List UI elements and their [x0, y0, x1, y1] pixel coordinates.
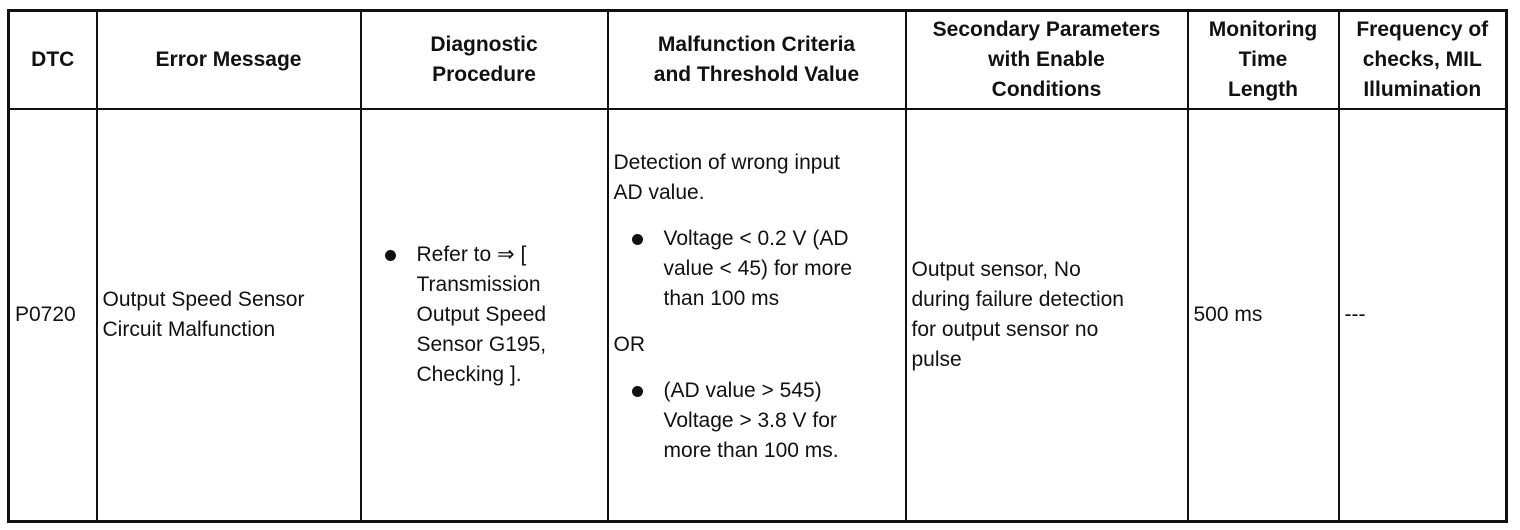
criteria-item1-line2: value < 45) for more [663, 256, 853, 280]
header-malfunction-line2: and Threshold Value [653, 62, 860, 86]
header-frequency-line3: Illumination [1363, 77, 1482, 101]
header-diagnostic-procedure: Diagnostic Procedure [359, 9, 609, 110]
header-monitoring-line1: Monitoring [1208, 17, 1318, 41]
frequency-value: --- [1344, 302, 1366, 326]
header-frequency-of-checks: Frequency of checks, MIL Illumination [1337, 9, 1508, 110]
criteria-item: Voltage < 0.2 V (AD value < 45) for more… [614, 224, 900, 314]
cell-malfunction-criteria: Detection of wrong input AD value. Volta… [606, 107, 907, 523]
criteria-intro-line2: AD value. [613, 180, 705, 204]
procedure-line5: Checking ]. [416, 362, 522, 386]
dtc-table: DTC Error Message Diagnostic Procedure M… [7, 9, 1508, 523]
criteria-list-2: (AD value > 545) Voltage > 3.8 V for mor… [614, 376, 900, 466]
header-diagnostic-procedure-line2: Procedure [432, 62, 536, 86]
error-message-line2: Circuit Malfunction [102, 317, 276, 341]
header-row: DTC Error Message Diagnostic Procedure M… [7, 9, 1508, 110]
cell-secondary-parameters: Output sensor, No during failure detecti… [904, 107, 1189, 523]
dtc-code: P0720 [15, 302, 76, 326]
table-row: P0720 Output Speed Sensor Circuit Malfun… [7, 107, 1508, 523]
bullet-icon [384, 249, 396, 261]
header-secondary-line2: with Enable [988, 47, 1105, 71]
criteria-item2-line1: (AD value > 545) [663, 378, 822, 402]
procedure-line1: Refer to ⇒ [ [416, 242, 527, 266]
error-message-line1: Output Speed Sensor [102, 287, 305, 311]
header-dtc-text: DTC [31, 47, 75, 71]
header-diagnostic-procedure-line1: Diagnostic [430, 32, 538, 56]
criteria-intro-line1: Detection of wrong input [613, 150, 840, 174]
header-monitoring-line2: Time [1238, 47, 1288, 71]
bullet-icon [631, 385, 643, 397]
secondary-line3: for output sensor no [911, 317, 1099, 341]
monitoring-time-value: 500 ms [1193, 302, 1263, 326]
criteria-or-text: OR [613, 332, 646, 356]
header-monitoring-time: Monitoring Time Length [1186, 9, 1340, 110]
cell-frequency: --- [1337, 107, 1508, 523]
header-frequency-line2: checks, MIL [1362, 47, 1482, 71]
header-error-message: Error Message [95, 9, 362, 110]
procedure-list: Refer to ⇒ [ Transmission Output Speed S… [367, 240, 602, 390]
cell-dtc: P0720 [7, 107, 98, 523]
header-malfunction-line1: Malfunction Criteria [657, 32, 856, 56]
criteria-item2-line2: Voltage > 3.8 V for [663, 408, 837, 432]
header-monitoring-line3: Length [1228, 77, 1298, 101]
bullet-icon [631, 233, 643, 245]
criteria-item2-line3: more than 100 ms. [663, 438, 839, 462]
criteria-or: OR [614, 330, 900, 360]
procedure-line3: Output Speed [416, 302, 547, 326]
criteria-item: (AD value > 545) Voltage > 3.8 V for mor… [614, 376, 900, 466]
header-secondary-line1: Secondary Parameters [932, 17, 1161, 41]
header-dtc: DTC [7, 9, 98, 110]
header-malfunction-criteria: Malfunction Criteria and Threshold Value [606, 9, 907, 110]
procedure-line2: Transmission [416, 272, 541, 296]
secondary-line4: pulse [911, 347, 962, 371]
criteria-list-1: Voltage < 0.2 V (AD value < 45) for more… [614, 224, 900, 314]
procedure-line4: Sensor G195, [416, 332, 547, 356]
header-error-message-text: Error Message [155, 47, 302, 71]
header-secondary-parameters: Secondary Parameters with Enable Conditi… [904, 9, 1189, 110]
header-frequency-line1: Frequency of [1356, 17, 1489, 41]
procedure-item: Refer to ⇒ [ Transmission Output Speed S… [367, 240, 602, 390]
criteria-item1-line1: Voltage < 0.2 V (AD [663, 226, 849, 250]
criteria-item1-line3: than 100 ms [663, 286, 780, 310]
cell-error-message: Output Speed Sensor Circuit Malfunction [95, 107, 362, 523]
criteria-intro: Detection of wrong input AD value. [614, 148, 900, 208]
secondary-line2: during failure detection [911, 287, 1124, 311]
cell-monitoring-time: 500 ms [1186, 107, 1340, 523]
secondary-line1: Output sensor, No [911, 257, 1081, 281]
cell-diagnostic-procedure: Refer to ⇒ [ Transmission Output Speed S… [359, 107, 609, 523]
header-secondary-line3: Conditions [991, 77, 1102, 101]
